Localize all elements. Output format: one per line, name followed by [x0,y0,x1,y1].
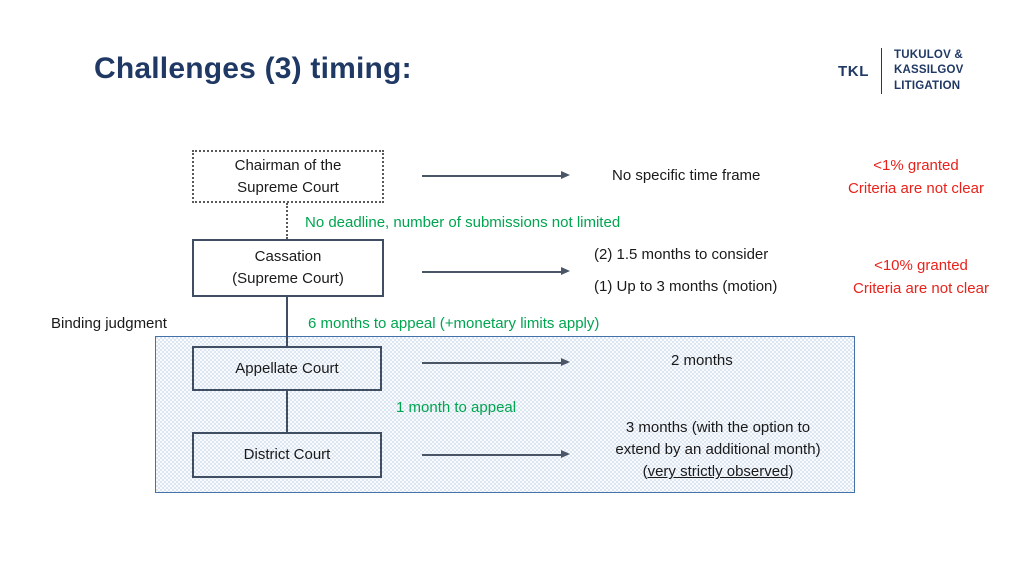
label-cassation-risk-line-1: <10% granted [874,257,968,274]
arrow-chairman-timing [422,171,570,180]
label-chairman-risk-line-2: Criteria are not clear [848,179,984,197]
label-appellate-two-months: 2 months [671,352,733,369]
arrow-appellate-timing [422,358,570,367]
node-district-court: District Court [192,432,382,478]
page-title: Challenges (3) timing: [94,52,412,85]
arrow-shaft [422,175,561,177]
paren-open: ( [642,463,648,481]
arrow-shaft [422,271,561,273]
label-binding-judgment: Binding judgment [51,315,167,332]
node-chairman-of-supreme-court: Chairman of the Supreme Court [192,150,384,203]
arrow-shaft [422,454,561,456]
connector-appellate-to-district [286,391,288,432]
label-very-strictly-observed: very strictly observed [647,463,789,481]
label-district-three-months: 3 months (with the option to extend by a… [588,417,848,484]
arrow-head-icon [561,358,570,366]
logo-wordmark-line-2: KASSILGOV [893,64,964,77]
label-chairman-risk-line-1: <1% granted [873,157,959,174]
node-cassation: Cassation (Supreme Court) [192,239,384,297]
logo-monogram: TKL [838,62,869,80]
arrow-head-icon [561,267,570,275]
label-cassation-consider: (2) 1.5 months to consider [594,246,769,263]
label-cassation-motion: (1) Up to 3 months (motion) [594,278,778,295]
node-chairman-line-1: Chairman of the [234,156,342,174]
node-cassation-line-2: (Supreme Court) [232,270,344,287]
logo-wordmark-line-3: LITIGATION [893,79,961,92]
connector-chairman-to-cassation [286,203,288,239]
connector-cassation-to-appellate [286,297,288,346]
node-chairman-line-2: Supreme Court [237,178,339,196]
logo-divider [880,48,882,94]
label-no-specific-time-frame: No specific time frame [612,167,761,184]
paren-close: ) [788,463,794,481]
label-cassation-risk: <10% granted Criteria are not clear [828,255,1014,300]
arrow-district-timing [422,450,570,459]
node-appellate-label: Appellate Court [235,359,339,377]
label-cassation-risk-line-2: Criteria are not clear [853,279,989,297]
logo-wordmark-line-1: TUKULOV & [893,48,963,61]
label-district-three-months-line-1: 3 months (with the option to [625,419,811,436]
label-district-three-months-line-2: extend by an additional month) [615,441,821,459]
arrow-shaft [422,362,561,364]
logo-wordmark: TUKULOV & KASSILGOV LITIGATION [882,48,964,95]
arrow-head-icon [561,171,570,179]
label-one-month-to-appeal: 1 month to appeal [396,399,517,416]
node-cassation-line-1: Cassation [254,248,322,266]
company-logo: TKL TUKULOV & KASSILGOV LITIGATION [838,47,964,95]
node-district-label: District Court [243,446,331,464]
label-district-three-months-line-3: (very strictly observed) [588,461,848,483]
arrow-head-icon [561,450,570,458]
label-chairman-risk: <1% granted Criteria are not clear [818,155,1014,200]
arrow-cassation-timing [422,267,570,276]
label-six-months-to-appeal: 6 months to appeal (+monetary limits app… [308,315,600,332]
label-no-deadline: No deadline, number of submissions not l… [305,214,621,231]
node-appellate-court: Appellate Court [192,346,382,391]
